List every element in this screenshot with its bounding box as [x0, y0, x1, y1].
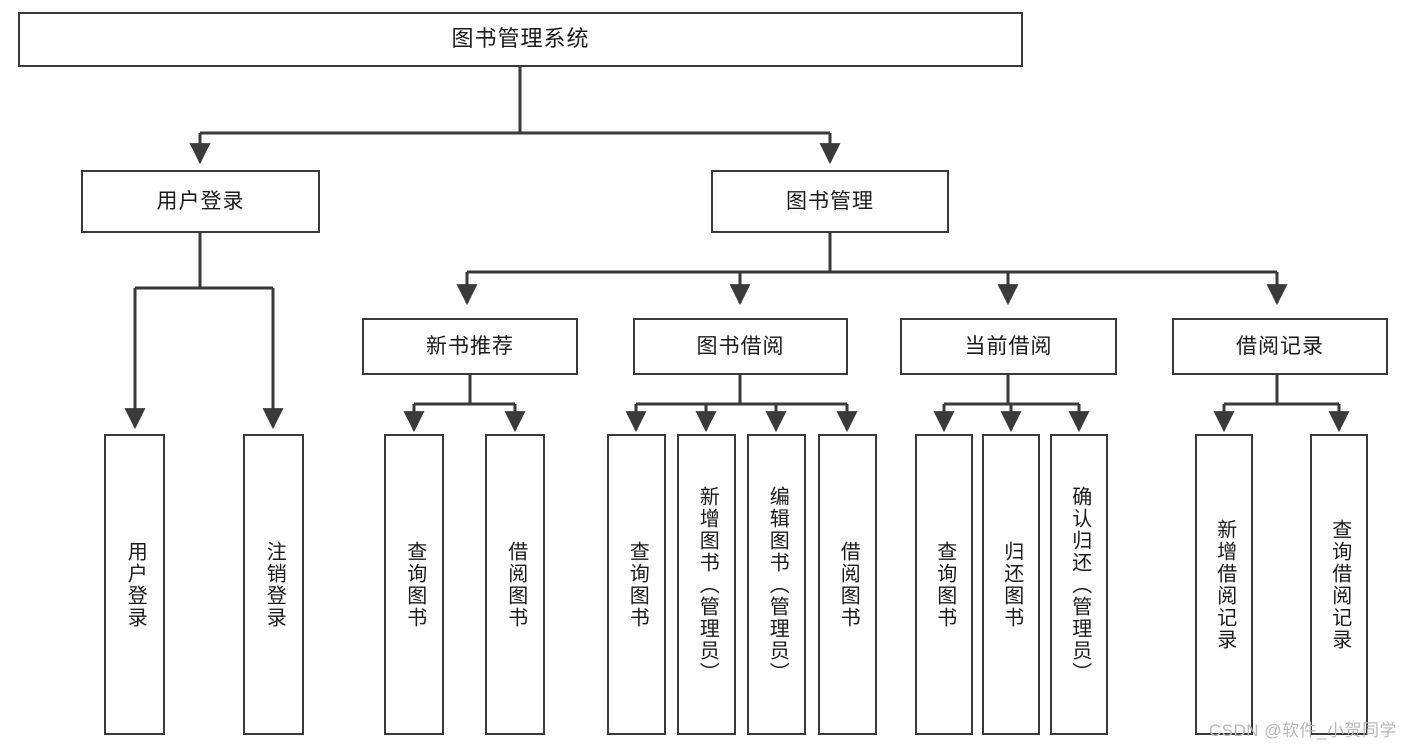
leaf-add-borrow-record[interactable]: 新增借阅记录	[1195, 434, 1253, 735]
node-label: 借阅图书	[504, 540, 527, 629]
node-label: 确认归还（管理员）	[1068, 485, 1091, 684]
node-label: 查询图书	[626, 540, 649, 629]
leaf-borrow-book[interactable]: 借阅图书	[818, 434, 877, 735]
leaf-query-book-new[interactable]: 查询图书	[384, 434, 444, 735]
leaf-query-borrow-record[interactable]: 查询借阅记录	[1310, 434, 1368, 735]
node-label: 当前借阅	[964, 334, 1053, 358]
node-label: 查询借阅记录	[1328, 518, 1351, 651]
node-label: 新书推荐	[426, 334, 514, 358]
leaf-borrow-book-new[interactable]: 借阅图书	[485, 434, 545, 735]
node-label: 查询图书	[933, 540, 956, 629]
leaf-query-book-borrow[interactable]: 查询图书	[607, 434, 666, 735]
node-label: 编辑图书（管理员）	[766, 485, 789, 684]
node-user-login[interactable]: 用户登录	[81, 170, 320, 233]
node-borrow-record[interactable]: 借阅记录	[1172, 318, 1388, 375]
leaf-query-book-current[interactable]: 查询图书	[915, 434, 973, 735]
node-root-book-management-system[interactable]: 图书管理系统	[18, 12, 1023, 67]
node-book-management[interactable]: 图书管理	[711, 170, 949, 233]
node-label: 注销登录	[263, 540, 286, 629]
node-label: 图书管理系统	[451, 26, 590, 52]
node-label: 借阅记录	[1236, 334, 1324, 358]
leaf-logout[interactable]: 注销登录	[243, 434, 304, 735]
leaf-user-login[interactable]: 用户登录	[104, 434, 165, 735]
node-label: 新增图书（管理员）	[696, 485, 719, 684]
node-label: 用户登录	[156, 189, 245, 213]
watermark-text: CSDN @软件_小贺同学	[1208, 721, 1397, 740]
leaf-add-book-admin[interactable]: 新增图书（管理员）	[677, 434, 736, 735]
node-label: 借阅图书	[837, 540, 860, 629]
leaf-edit-book-admin[interactable]: 编辑图书（管理员）	[747, 434, 806, 735]
node-label: 归还图书	[1000, 540, 1023, 629]
node-new-book-recommend[interactable]: 新书推荐	[362, 318, 578, 375]
node-label: 新增借阅记录	[1213, 518, 1236, 651]
node-label: 图书借阅	[696, 334, 785, 358]
node-label: 查询图书	[403, 540, 426, 629]
node-book-borrow[interactable]: 图书借阅	[633, 318, 848, 375]
node-label: 用户登录	[124, 540, 147, 629]
leaf-confirm-return-admin[interactable]: 确认归还（管理员）	[1050, 434, 1108, 735]
leaf-return-book[interactable]: 归还图书	[982, 434, 1040, 735]
node-current-borrow[interactable]: 当前借阅	[900, 318, 1117, 375]
node-label: 图书管理	[786, 189, 874, 213]
